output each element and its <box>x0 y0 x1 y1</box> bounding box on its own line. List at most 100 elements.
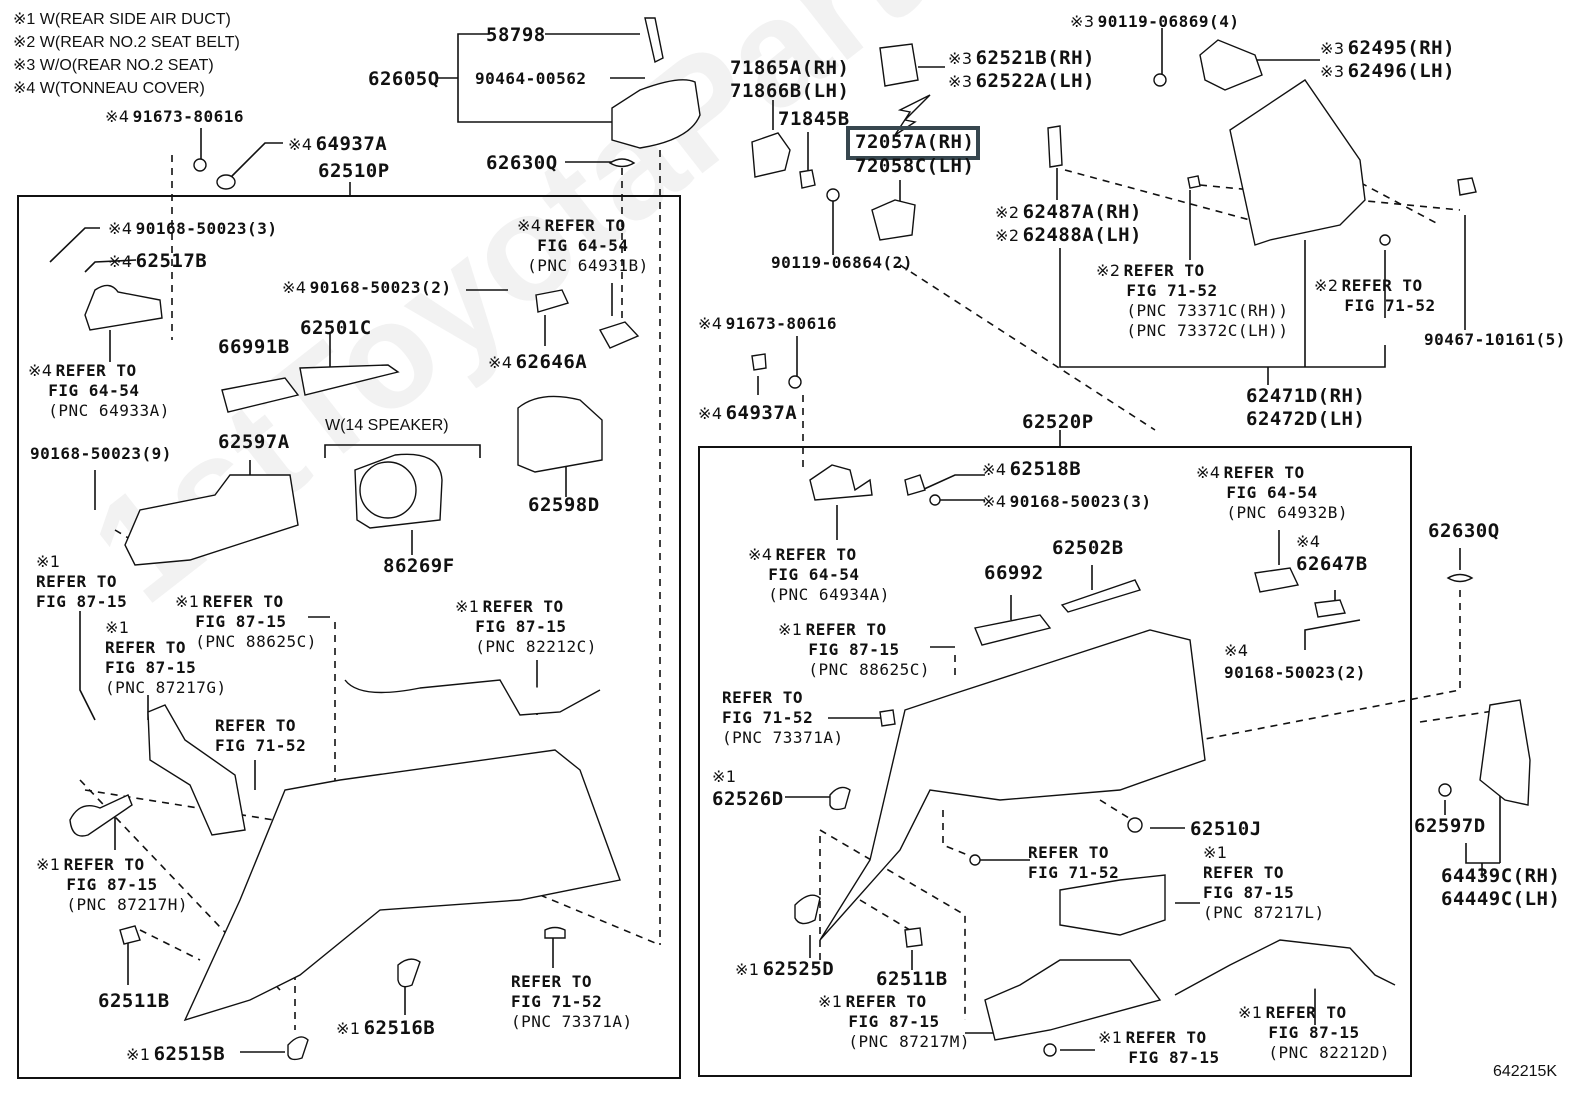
part-label-62510J[interactable]: 62510J <box>1190 818 1262 840</box>
part-label-86269F[interactable]: 86269F <box>383 555 455 577</box>
pushpin-62511B-sketch <box>119 925 141 945</box>
part-label-62520P-assembly[interactable]: 62520P <box>1022 411 1094 433</box>
grille-62525D-sketch <box>794 894 821 925</box>
bracket-58798-sketch <box>644 17 664 64</box>
clip-73371C-sketch <box>1187 175 1201 189</box>
part-label-62630Q-right[interactable]: 62630Q <box>1428 520 1500 542</box>
part-label-71865A-RH[interactable]: 71865A(RH) <box>730 57 850 79</box>
part-label-58798[interactable]: 58798 <box>486 24 546 46</box>
speaker-group-label: W(14 SPEAKER) <box>325 417 449 434</box>
part-label-64439C-RH[interactable]: 64439C(RH) <box>1441 865 1561 887</box>
part-label-62472D-LH[interactable]: 62472D(LH) <box>1246 408 1366 430</box>
speaker-grille-86269F-sketch <box>354 453 443 529</box>
part-62647B-sketch <box>1314 599 1346 618</box>
part-label-90168-50023-9[interactable]: 90168-50023(9) <box>30 444 172 463</box>
duct-87217H-sketch <box>69 794 133 837</box>
grille-62515B-sketch <box>287 1036 309 1061</box>
legend-note-4: ※4 W(TONNEAU COVER) <box>13 80 205 97</box>
screw-91673-right-sketch <box>788 375 802 389</box>
part-label-62502B[interactable]: 62502B <box>1052 537 1124 559</box>
part-label-62630Q[interactable]: 62630Q <box>486 152 558 174</box>
part-label-66992[interactable]: 66992 <box>984 562 1044 584</box>
part-label-72057A-RH[interactable]: 72057A(RH) <box>855 131 975 153</box>
bracket-64439C-sketch <box>1479 699 1531 806</box>
cap-64937A-right-sketch <box>751 353 767 371</box>
part-label-62511B-left[interactable]: 62511B <box>98 990 170 1012</box>
pillar-trim-62471D-sketch <box>1229 79 1366 246</box>
clip-73371A-sketch <box>544 926 566 939</box>
screw-8715-r-sketch <box>1043 1043 1057 1057</box>
part-label-90119-06864-2[interactable]: 90119-06864(2) <box>771 253 913 272</box>
part-label-62597D[interactable]: 62597D <box>1414 815 1486 837</box>
part-label-90464-00562[interactable]: 90464-00562 <box>475 69 587 88</box>
nut-62597D-sketch <box>1438 783 1452 797</box>
part-62518B-sketch <box>904 474 926 496</box>
part-label-71866B-LH[interactable]: 71866B(LH) <box>730 80 850 102</box>
duct-87217L-sketch <box>1059 874 1166 936</box>
part-64932B-sketch <box>1254 567 1300 593</box>
part-66992-sketch <box>974 614 1052 646</box>
part-64931B-sketch <box>598 321 640 349</box>
part-label-62471D-RH[interactable]: 62471D(RH) <box>1246 385 1366 407</box>
part-label-62605Q[interactable]: 62605Q <box>368 68 440 90</box>
part-label-62511B-right[interactable]: 62511B <box>876 968 948 990</box>
part-62501C-sketch <box>299 364 400 396</box>
part-label-62597A[interactable]: 62597A <box>218 431 290 453</box>
part-label-62501C[interactable]: 62501C <box>300 317 372 339</box>
highlighted-part-box <box>846 126 980 160</box>
clip-73371A-r-sketch <box>879 709 896 727</box>
clip-62630Q-sketch <box>608 158 636 168</box>
part-label-62598D[interactable]: 62598D <box>528 494 600 516</box>
part-label-62510P-assembly[interactable]: 62510P <box>318 160 390 182</box>
part-label-71845B[interactable]: 71845B <box>778 108 850 130</box>
part-label-64449C-LH[interactable]: 64449C(LH) <box>1441 888 1561 910</box>
duct-62597A-sketch <box>124 474 299 566</box>
part-label-66991B[interactable]: 66991B <box>218 336 290 358</box>
part-label-72058C-LH[interactable]: 72058C(LH) <box>855 155 975 177</box>
part-label-90467-10161-5[interactable]: 90467-10161(5) <box>1424 330 1566 349</box>
